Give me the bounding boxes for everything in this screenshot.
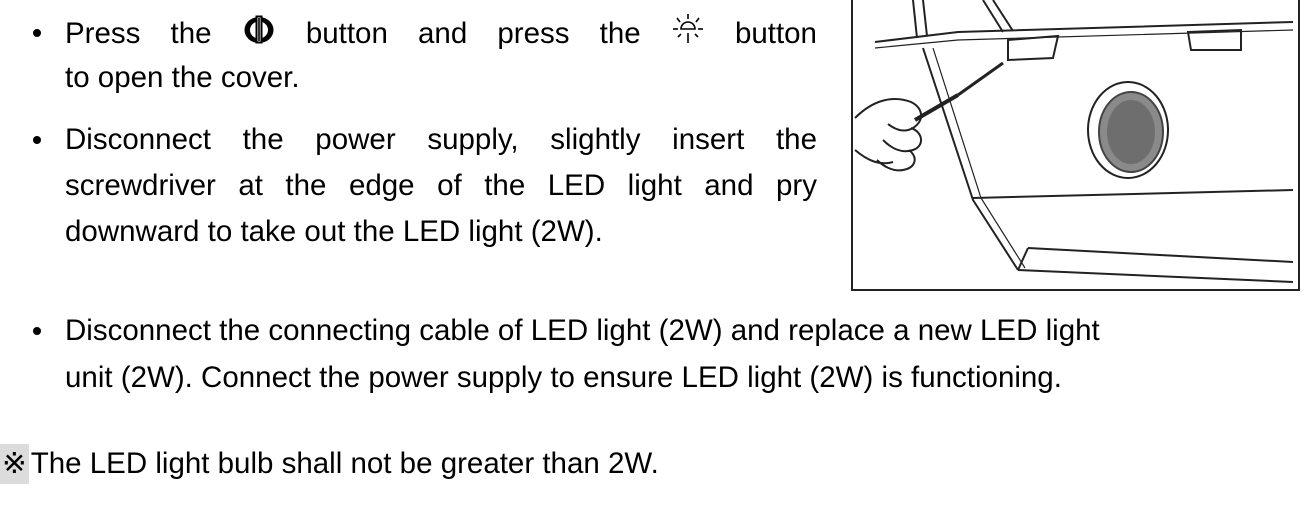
reference-mark-icon: ※ bbox=[0, 444, 29, 484]
step-2-line-3: downward to take out the LED light (2W). bbox=[65, 215, 603, 248]
note: ※The LED light bulb shall not be greater… bbox=[0, 444, 659, 484]
step-3-line-1: Disconnect the connecting cable of LED l… bbox=[65, 314, 1100, 347]
power-button-icon bbox=[242, 15, 276, 58]
step-1-text-c: button bbox=[734, 17, 817, 50]
bullet bbox=[33, 136, 41, 144]
step-2-line-1: Disconnect the power supply, slightly in… bbox=[65, 123, 817, 156]
bullet bbox=[33, 29, 41, 37]
step-3-line-2: unit (2W). Connect the power supply to e… bbox=[65, 361, 1062, 394]
step-1-line-2: to open the cover. bbox=[65, 61, 300, 94]
bullet bbox=[33, 327, 41, 335]
step-1-text-a: Press the bbox=[65, 17, 212, 50]
note-text: The LED light bulb shall not be greater … bbox=[30, 447, 659, 480]
step-2-line-2: screwdriver at the edge of the LED light… bbox=[65, 169, 817, 202]
step-1-line-1: Press the button and press the bbox=[65, 13, 817, 58]
light-button-icon bbox=[671, 13, 705, 58]
illustration-drawing bbox=[854, 0, 1294, 283]
led-light-replacement-illustration bbox=[851, 0, 1300, 291]
step-1-text-b: button and press the bbox=[305, 17, 641, 50]
